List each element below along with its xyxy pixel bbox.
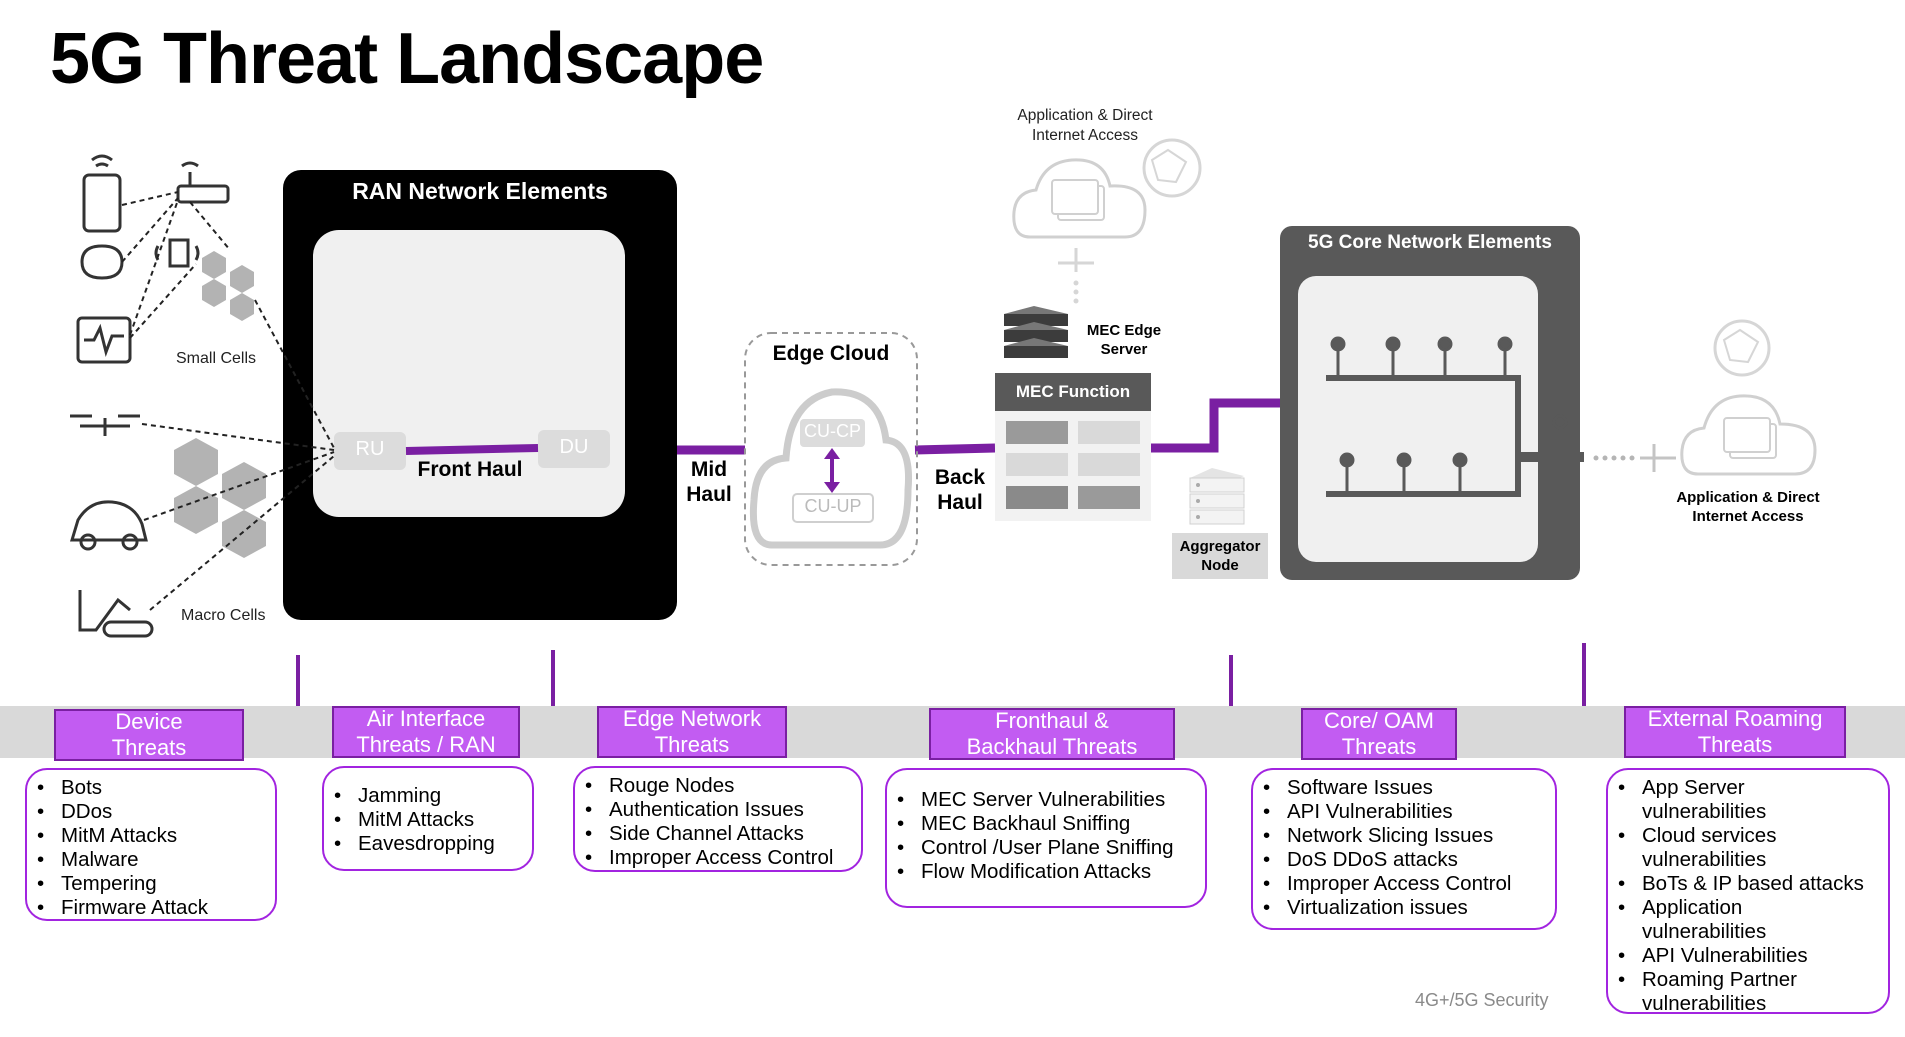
threat-category-air-interface: Air Interface Threats / RAN: [332, 706, 520, 758]
core-inner-panel: [1298, 276, 1538, 562]
threat-item: BoTs & IP based attacks: [1618, 872, 1880, 896]
globe-icon-external: [1713, 319, 1771, 377]
aggregator-label-bg: [1172, 533, 1268, 579]
threat-item: DoS DDoS attacks: [1263, 848, 1547, 872]
threat-item: MEC Server Vulnerabilities: [897, 788, 1197, 812]
threat-category-device: Device Threats: [54, 709, 244, 761]
server-stack-icon: [1004, 306, 1068, 358]
threat-item: MEC Backhaul Sniffing: [897, 812, 1197, 836]
wireless-links: [121, 191, 335, 611]
core-nodes: [1330, 336, 1568, 494]
device-icons: [69, 154, 230, 638]
threat-item: MitM Attacks: [37, 824, 267, 848]
threat-item: Improper Access Control: [585, 846, 853, 870]
ru-label: RU: [355, 438, 385, 460]
section-separators: [296, 643, 1586, 750]
threat-item: API Vulnerabilities: [1618, 944, 1880, 968]
threat-category-title: Core/ OAM Threats: [1323, 708, 1435, 759]
router-icon: [176, 184, 230, 204]
external-link: [1593, 455, 1635, 461]
footer-label: 4G+/5G Security: [1415, 990, 1549, 1010]
threat-item: Flow Modification Attacks: [897, 860, 1197, 884]
core-link-line: [1150, 398, 1280, 453]
threat-item: Authentication Issues: [585, 798, 853, 822]
vr-headset-icon: [80, 244, 124, 280]
cu-cp-box: [800, 419, 865, 447]
cell-antenna-icon: [168, 238, 190, 268]
macro-cells-label: Macro Cells: [181, 607, 266, 624]
threat-list-external-roaming: App Server vulnerabilities Cloud service…: [1606, 768, 1890, 1016]
drone-icon: [70, 414, 140, 436]
mid-haul-label: Mid Haul: [686, 458, 732, 506]
page-title: 5G Threat Landscape: [50, 19, 764, 99]
threat-item: Control /User Plane Sniffing: [897, 836, 1197, 860]
core-title: 5G Core Network Elements: [1308, 232, 1552, 253]
cu-cp-label: CU-CP: [804, 421, 861, 441]
medical-monitor-icon: [76, 316, 132, 364]
back-haul-label: Back Haul: [934, 466, 986, 514]
aggregator-icon: [1189, 468, 1245, 525]
front-haul-label: Front Haul: [417, 458, 523, 481]
threat-item: Malware: [37, 848, 267, 872]
threat-item: Firmware Attack: [37, 896, 267, 920]
car-icon: [69, 500, 148, 542]
excavator-icon: [78, 590, 131, 632]
ru-du-link: [405, 444, 539, 455]
threat-category-title: Air Interface Threats / RAN: [356, 706, 496, 757]
threat-item: App Server vulnerabilities: [1618, 776, 1880, 824]
small-cells-label: Small Cells: [176, 350, 257, 367]
threat-item: Rouge Nodes: [585, 774, 853, 798]
ran-title: RAN Network Elements: [352, 178, 608, 204]
aggregator-label: Aggregator Node: [1179, 538, 1261, 574]
threat-item: Bots: [37, 776, 267, 800]
cu-up-box: [792, 493, 874, 523]
mec-function-title: MEC Function: [1015, 382, 1131, 401]
threat-list-air-interface: Jamming MitM Attacks Eavesdropping: [322, 766, 534, 871]
threat-item: Virtualization issues: [1263, 896, 1547, 920]
du-box: [538, 430, 610, 468]
edge-cloud-border: [744, 332, 918, 566]
mec-app-access-label: Application & Direct Internet Access: [1017, 107, 1153, 144]
back-haul-line: [914, 443, 996, 455]
du-label: DU: [559, 436, 589, 458]
threat-category-title: Fronthaul & Backhaul Threats: [966, 708, 1138, 759]
threat-item: Tempering: [37, 872, 267, 896]
threat-item: Roaming Partner vulnerabilities: [1618, 968, 1880, 1016]
threat-list-fronthaul-backhaul: MEC Server Vulnerabilities MEC Backhaul …: [885, 768, 1207, 908]
edge-cloud-title: Edge Cloud: [772, 342, 890, 365]
threat-item: Network Slicing Issues: [1263, 824, 1547, 848]
mec-edge-server-label: MEC Edge Server: [1086, 322, 1162, 358]
mec-function-header: [995, 373, 1151, 411]
threat-list-core-oam: Software Issues API Vulnerabilities Netw…: [1251, 768, 1557, 930]
threat-list-device: Bots DDos MitM Attacks Malware Tempering…: [25, 768, 277, 921]
threat-item: Cloud services vulnerabilities: [1618, 824, 1880, 872]
ru-box: [334, 432, 406, 470]
threat-item: Software Issues: [1263, 776, 1547, 800]
threat-category-core-oam: Core/ OAM Threats: [1301, 708, 1457, 760]
threat-item: Side Channel Attacks: [585, 822, 853, 846]
threat-item: API Vulnerabilities: [1263, 800, 1547, 824]
threat-item: Eavesdropping: [334, 832, 524, 856]
threat-item: Jamming: [334, 784, 524, 808]
threat-list-edge-network: Rouge Nodes Authentication Issues Side C…: [573, 766, 863, 872]
threat-category-fronthaul-backhaul: Fronthaul & Backhaul Threats: [929, 708, 1175, 760]
cu-up-label: CU-UP: [804, 496, 862, 516]
threat-item: MitM Attacks: [334, 808, 524, 832]
threat-item: DDos: [37, 800, 267, 824]
small-cell-hexagons: [202, 251, 254, 321]
smartphone-icon: [82, 173, 122, 233]
threat-item: Application vulnerabilities: [1618, 896, 1880, 944]
threat-category-title: External Roaming Threats: [1647, 706, 1823, 757]
threat-category-title: Edge Network Threats: [622, 706, 762, 757]
threat-category-external-roaming: External Roaming Threats: [1624, 706, 1846, 758]
threat-item: Improper Access Control: [1263, 872, 1547, 896]
threat-category-title: Device Threats: [111, 709, 187, 760]
macro-cell-hexagons: [174, 438, 266, 558]
globe-icon-top: [1142, 138, 1202, 198]
threat-category-edge-network: Edge Network Threats: [597, 706, 787, 758]
external-access-label: Application & Direct Internet Access: [1676, 489, 1820, 525]
